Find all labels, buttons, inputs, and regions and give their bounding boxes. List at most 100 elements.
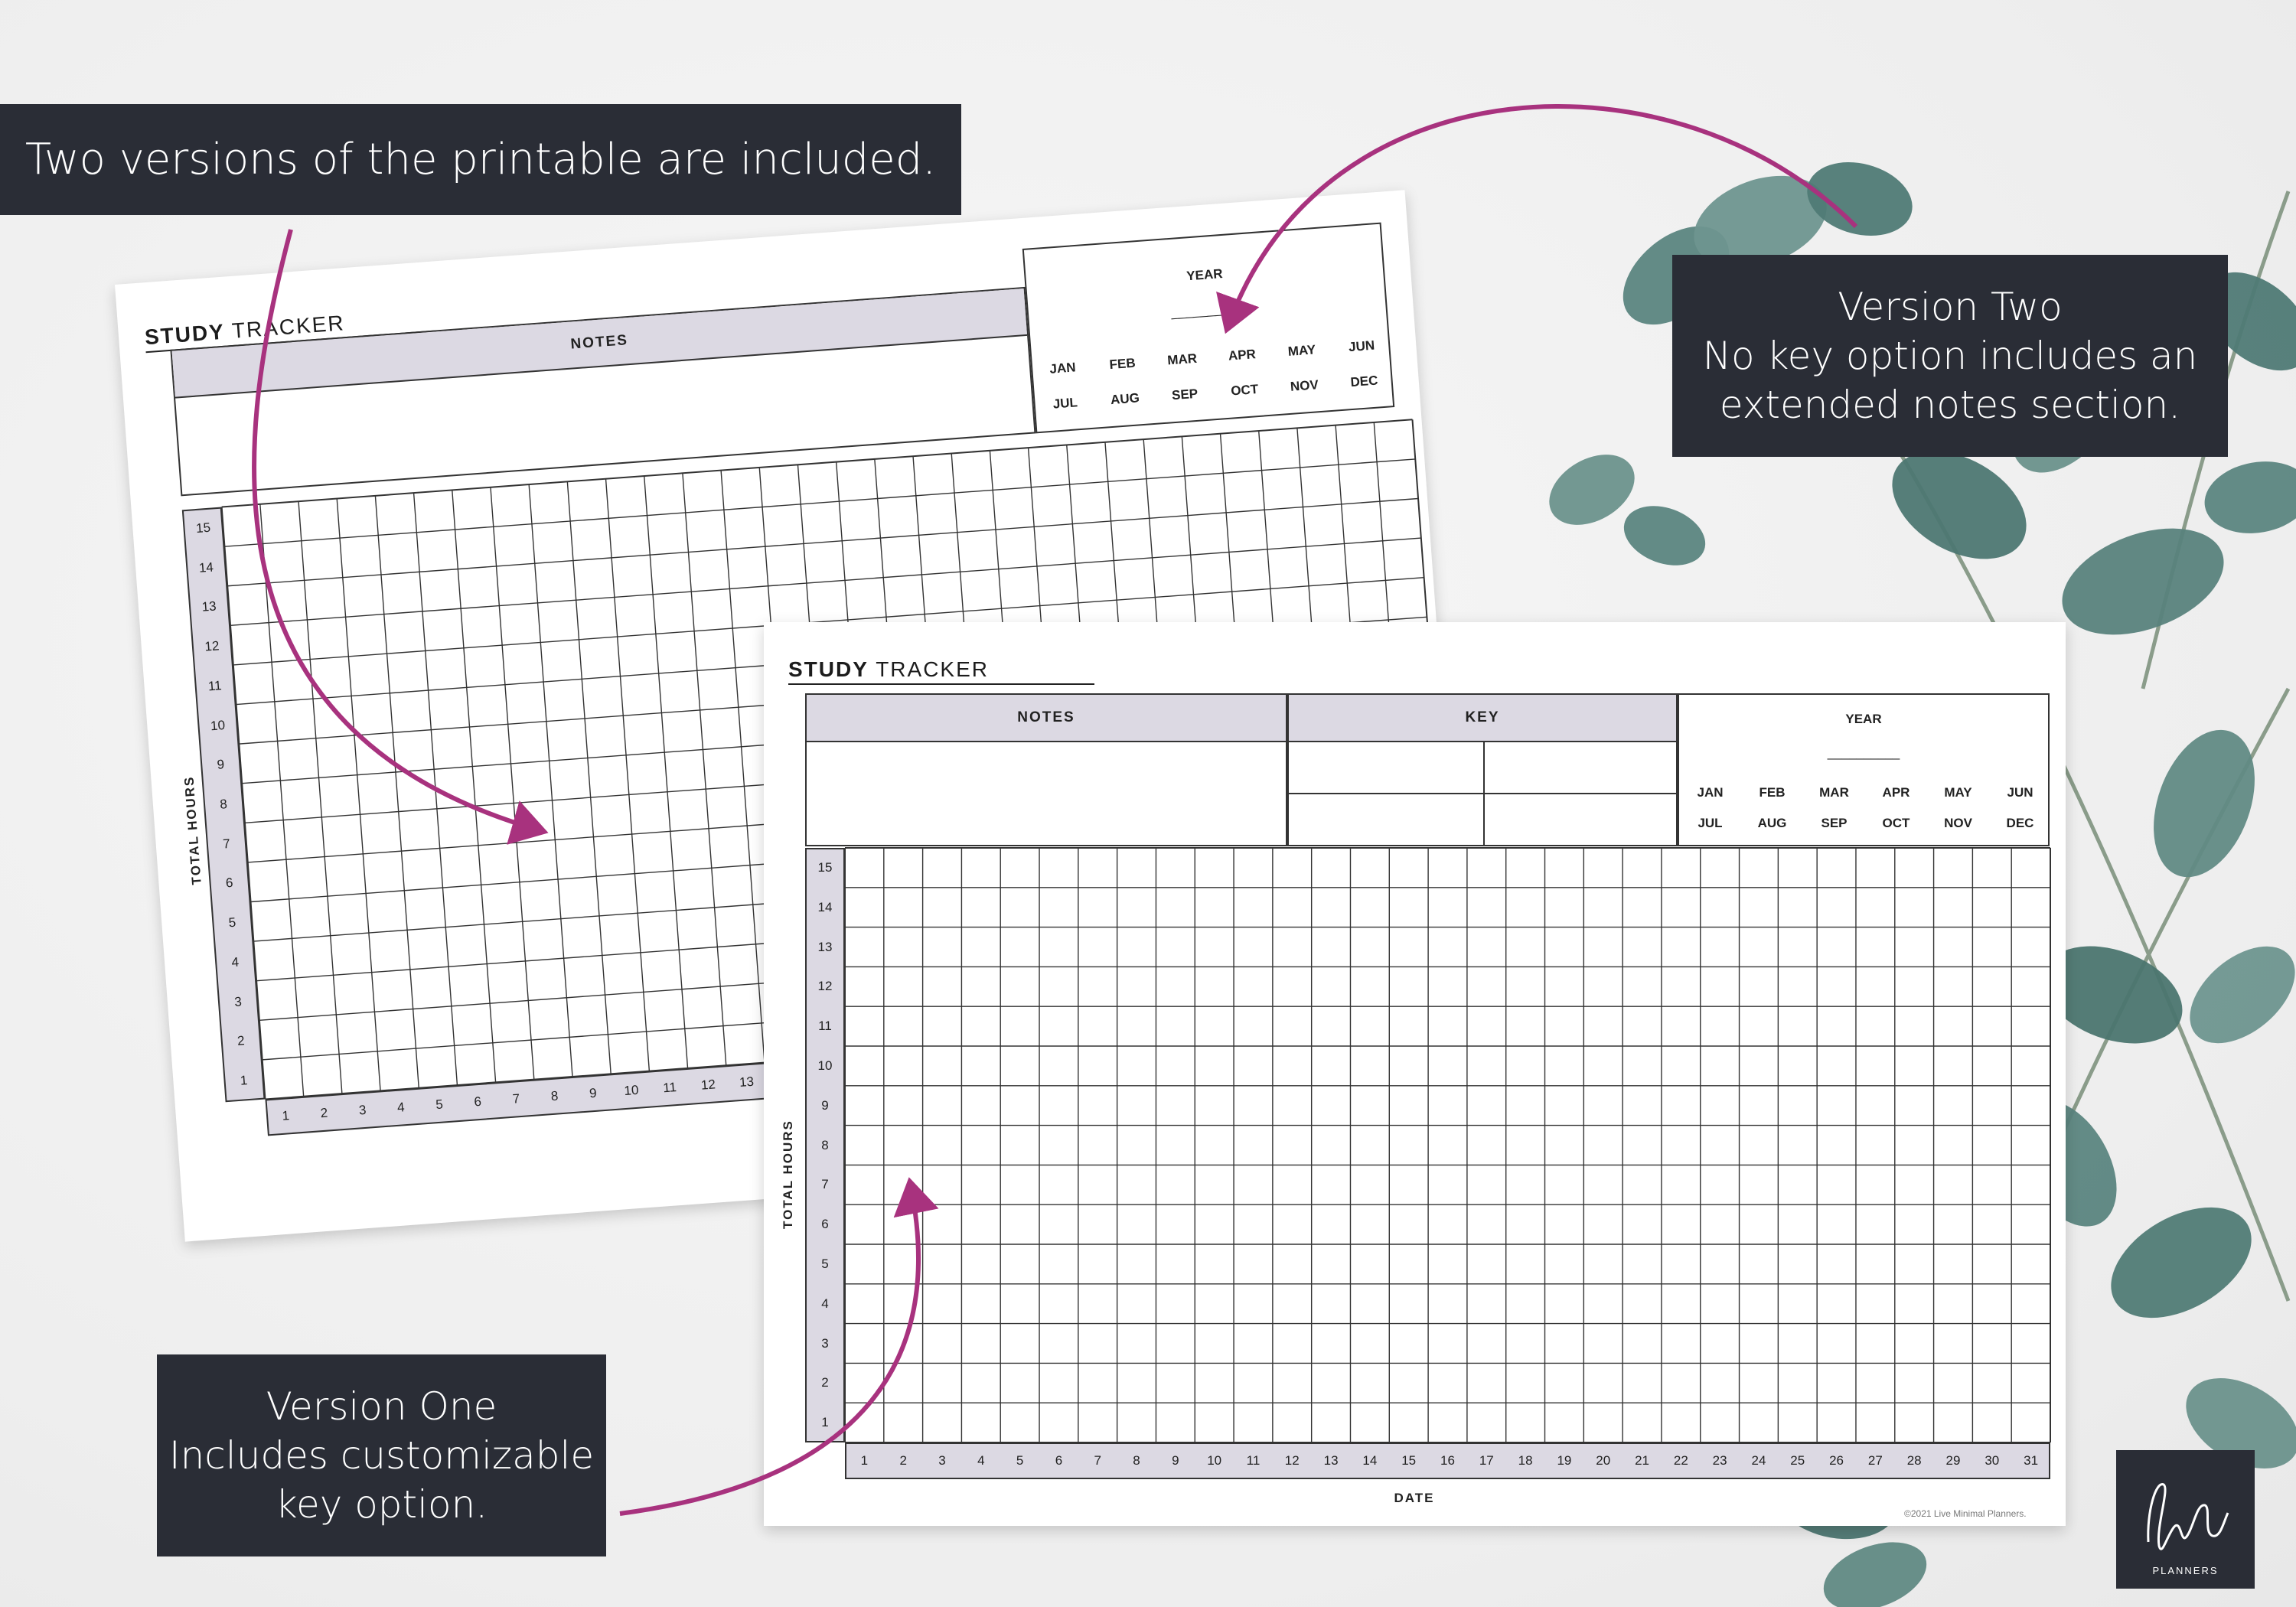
year-label: YEAR bbox=[1845, 712, 1882, 726]
title-rest: TRACKER bbox=[876, 657, 989, 681]
month-label: DEC bbox=[2006, 816, 2034, 830]
month-label: FEB bbox=[1759, 785, 1786, 800]
grid-line-v bbox=[720, 470, 765, 1063]
month-label: MAR bbox=[1819, 785, 1849, 800]
notes-box: NOTES bbox=[805, 693, 1287, 846]
hour-label: 12 bbox=[817, 979, 833, 994]
hour-label: 2 bbox=[821, 1375, 829, 1390]
hour-label: 5 bbox=[821, 1256, 829, 1271]
grid-line-v bbox=[644, 475, 689, 1068]
date-label: 5 bbox=[1016, 1453, 1024, 1468]
date-label: 8 bbox=[1133, 1453, 1140, 1468]
month-label: SEP bbox=[1821, 816, 1848, 830]
grid-line-v bbox=[336, 498, 381, 1091]
title-bold: STUDY bbox=[788, 657, 869, 681]
hour-label: 10 bbox=[817, 1058, 833, 1073]
leaf-icon bbox=[2042, 946, 2183, 1044]
hour-label: 9 bbox=[821, 1097, 829, 1113]
arrow-to-version-two-top-icon bbox=[1216, 104, 1858, 334]
hour-label: 7 bbox=[821, 1177, 829, 1192]
date-label: 30 bbox=[1985, 1453, 2000, 1468]
date-label: 10 bbox=[1207, 1453, 1222, 1468]
grid-line-h bbox=[233, 576, 1424, 666]
month-label: JAN bbox=[1697, 785, 1724, 800]
date-label: 15 bbox=[1401, 1453, 1417, 1468]
grid-line-v bbox=[298, 501, 343, 1094]
grid-line-h bbox=[230, 537, 1421, 627]
grid-line-v bbox=[682, 473, 727, 1066]
caption-versions: Two versions of the printable are includ… bbox=[0, 104, 961, 215]
date-label: 9 bbox=[1172, 1453, 1179, 1468]
month-label: NOV bbox=[1944, 816, 1972, 830]
leaf-icon bbox=[1623, 506, 1706, 566]
hour-label: 15 bbox=[817, 859, 833, 875]
date-label: 2 bbox=[899, 1453, 907, 1468]
leaf-icon bbox=[2111, 1207, 2252, 1319]
date-axis bbox=[845, 1442, 2050, 1479]
date-label: 21 bbox=[1635, 1453, 1649, 1468]
date-label: 26 bbox=[1829, 1453, 1844, 1468]
hour-label: 13 bbox=[817, 939, 833, 954]
date-label: 24 bbox=[1751, 1453, 1766, 1468]
leaf-icon bbox=[2062, 528, 2224, 635]
leaf-icon bbox=[1892, 451, 2027, 559]
leaf-icon bbox=[2154, 729, 2255, 878]
hours-grid bbox=[844, 847, 2051, 1443]
grid-line-h bbox=[224, 458, 1416, 547]
year-blank: __________ bbox=[1827, 745, 1900, 760]
month-label: JUL bbox=[1698, 816, 1723, 830]
sheet-title: STUDY TRACKER bbox=[788, 657, 1094, 685]
caption-version-two: Version Two No key option includes an ex… bbox=[1672, 255, 2228, 457]
date-label: 13 bbox=[1323, 1453, 1339, 1468]
key-header: KEY bbox=[1289, 695, 1676, 742]
grid-line-h bbox=[221, 419, 1413, 508]
arrow-to-version-one-icon bbox=[619, 1177, 939, 1516]
grid-line-v bbox=[490, 487, 535, 1080]
grid-line-v bbox=[259, 504, 305, 1097]
date-label: 27 bbox=[1867, 1453, 1883, 1468]
key-divider-v bbox=[1483, 742, 1485, 846]
date-label: 11 bbox=[1246, 1453, 1261, 1468]
date-label: 18 bbox=[1518, 1453, 1533, 1468]
version-one-sheet: STUDY TRACKER NOTES KEY YEAR __________ … bbox=[764, 622, 2066, 1526]
date-label: 22 bbox=[1673, 1453, 1688, 1468]
date-label: 6 bbox=[1055, 1453, 1063, 1468]
leaf-icon bbox=[2204, 272, 2296, 371]
notes-header: NOTES bbox=[807, 695, 1286, 742]
grid-line-v bbox=[528, 484, 573, 1077]
date-label: 29 bbox=[1945, 1453, 1961, 1468]
leaf-icon bbox=[2186, 1378, 2296, 1468]
caption-line: Includes customizable bbox=[168, 1433, 595, 1478]
date-label: 1 bbox=[860, 1453, 869, 1468]
leaf-icon bbox=[1549, 455, 1635, 525]
grid-line-v bbox=[220, 507, 266, 1100]
date-label: 4 bbox=[977, 1453, 985, 1468]
date-label: 7 bbox=[1094, 1453, 1101, 1468]
date-label: 14 bbox=[1362, 1453, 1378, 1468]
hour-label: 14 bbox=[817, 899, 833, 914]
caption-line: extended notes section. bbox=[1719, 383, 2181, 427]
date-label: 31 bbox=[2024, 1453, 2039, 1468]
x-axis-label: DATE bbox=[1394, 1491, 1435, 1505]
caption-version-one: Version One Includes customizable key op… bbox=[157, 1354, 606, 1556]
month-label: JUN bbox=[2007, 785, 2033, 800]
copyright: ©2021 Live Minimal Planners. bbox=[1904, 1508, 2027, 1519]
key-box: KEY bbox=[1287, 693, 1678, 846]
leaf-icon bbox=[2190, 946, 2295, 1044]
month-label: OCT bbox=[1882, 816, 1910, 830]
date-label: 19 bbox=[1557, 1453, 1572, 1468]
hour-label: 4 bbox=[821, 1296, 829, 1311]
hour-label: 8 bbox=[821, 1137, 829, 1152]
leaf-icon bbox=[1823, 1542, 1927, 1607]
hour-label: 1 bbox=[821, 1415, 829, 1430]
grid-line-v bbox=[374, 495, 419, 1088]
date-label: 17 bbox=[1479, 1453, 1494, 1468]
leaf-icon bbox=[1807, 162, 1913, 236]
grid-line-v bbox=[452, 490, 497, 1083]
date-label: 28 bbox=[1906, 1453, 1922, 1468]
logo-text: PLANNERS bbox=[2152, 1565, 2219, 1576]
caption-line: Version One bbox=[266, 1384, 497, 1429]
